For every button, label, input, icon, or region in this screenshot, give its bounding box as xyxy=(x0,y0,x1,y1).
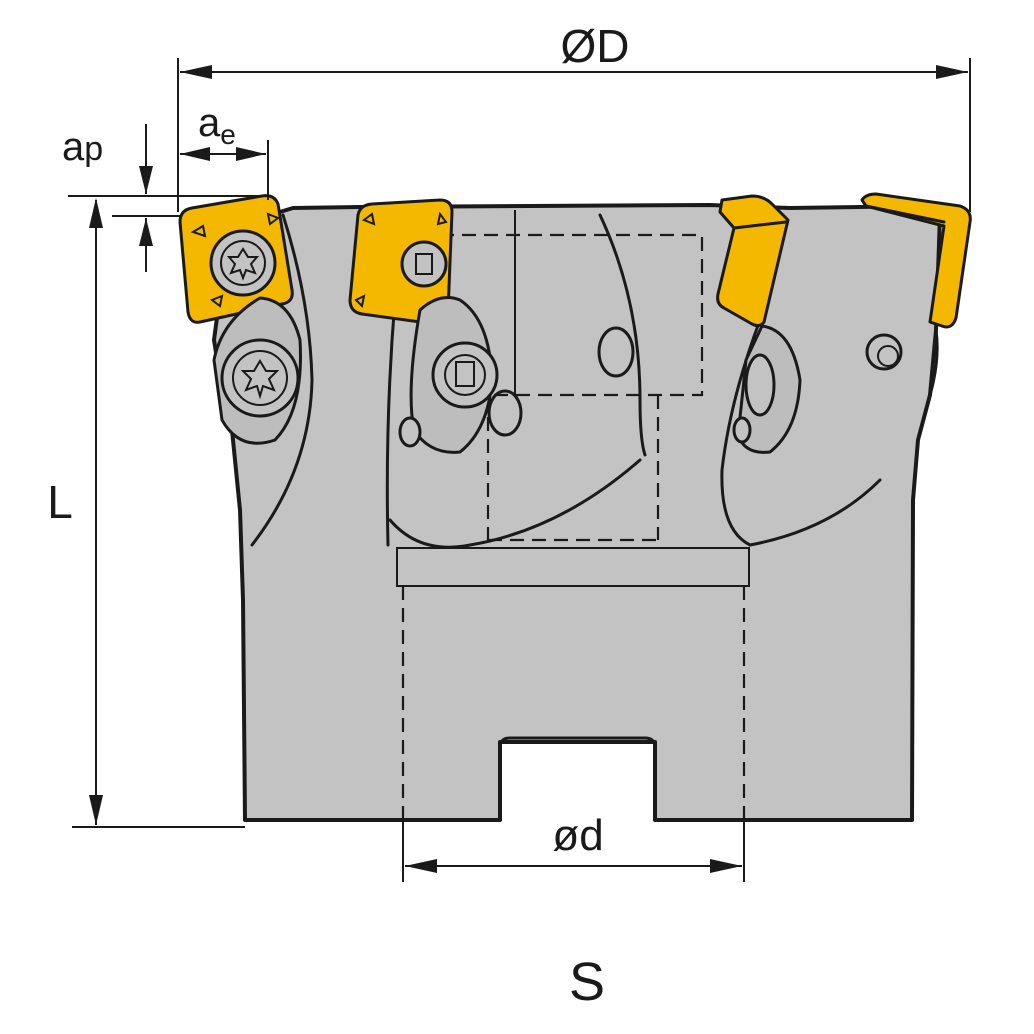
dimension-length: L xyxy=(47,198,245,828)
dimension-ae: ae xyxy=(180,101,269,200)
clamp-left-screw-inner xyxy=(232,350,288,406)
insert-far-right-edge xyxy=(864,204,946,224)
cutter-body xyxy=(212,203,942,822)
label-ap-sub: p xyxy=(84,130,103,168)
arrow-right-icon xyxy=(936,65,968,79)
dimension-bore: ød xyxy=(402,811,745,882)
chip-flute-left xyxy=(388,458,642,549)
label-ae: ae xyxy=(198,101,236,150)
arrow-d-right-icon xyxy=(710,859,742,873)
arrow-ae-right-icon xyxy=(236,147,266,161)
label-ap-main: a xyxy=(62,125,85,169)
label-diameter-D: ØD xyxy=(561,20,630,72)
dimension-ap: ap xyxy=(62,124,262,272)
arrow-ae-left-icon xyxy=(180,147,210,161)
insert-left xyxy=(178,194,294,324)
insert-right xyxy=(716,194,790,328)
insert-far-right xyxy=(860,192,972,397)
insert-center-screw-socket xyxy=(415,253,433,275)
label-bore-d: ød xyxy=(552,811,603,860)
insert-left-screw-inner xyxy=(220,240,266,286)
clamp-center xyxy=(398,296,499,454)
arrow-left-icon xyxy=(180,65,212,79)
insert-far-right-body xyxy=(860,192,972,329)
shank-collar xyxy=(396,547,750,587)
clamp-center-socket xyxy=(455,361,475,387)
clamp-center-screw xyxy=(431,341,499,409)
clamp-center-pin xyxy=(398,416,422,448)
pocket-edge-left xyxy=(250,213,314,547)
torx-icon xyxy=(240,359,280,400)
insert-right-edge xyxy=(732,220,788,230)
label-ae-sub: e xyxy=(220,119,236,150)
drive-slot xyxy=(498,736,657,822)
coolant-hole-lower xyxy=(487,389,523,437)
coolant-hole-center xyxy=(597,326,635,378)
torx-icon xyxy=(226,247,260,281)
hidden-bore-lower xyxy=(401,586,746,818)
view-label-S: S xyxy=(569,952,605,1012)
arrow-ap-up-icon xyxy=(139,218,153,246)
body-right-edge xyxy=(928,328,939,397)
label-ae-main: a xyxy=(198,101,221,145)
arrow-d-left-icon xyxy=(405,859,437,873)
coolant-hole-right xyxy=(865,333,903,371)
clamp-center-screw-inner xyxy=(444,354,486,396)
flute-center xyxy=(598,213,647,457)
coolant-hole-right-inner xyxy=(877,345,899,367)
clamp-right-screw xyxy=(744,353,776,417)
clamp-left xyxy=(212,296,302,445)
flute-right-lower xyxy=(748,478,882,547)
insert-center-corner-mark xyxy=(354,211,448,309)
dimension-diameter: ØD xyxy=(177,20,971,212)
hidden-lines xyxy=(401,233,746,818)
label-length-L: L xyxy=(47,476,73,528)
arrow-L-up-icon xyxy=(89,198,103,228)
arrow-L-down-icon xyxy=(89,795,103,825)
label-ap: ap xyxy=(62,125,103,169)
clamp-right-pin xyxy=(732,416,752,444)
hidden-bore-upper xyxy=(438,233,704,397)
arrow-ap-down-icon xyxy=(139,166,153,194)
clamp-right xyxy=(732,324,802,454)
insert-left-corner-mark xyxy=(190,212,281,308)
insert-center-screw xyxy=(400,240,448,288)
shank-edge-left xyxy=(385,298,397,547)
hidden-bore-mid xyxy=(486,395,660,542)
body-outline xyxy=(212,203,942,822)
